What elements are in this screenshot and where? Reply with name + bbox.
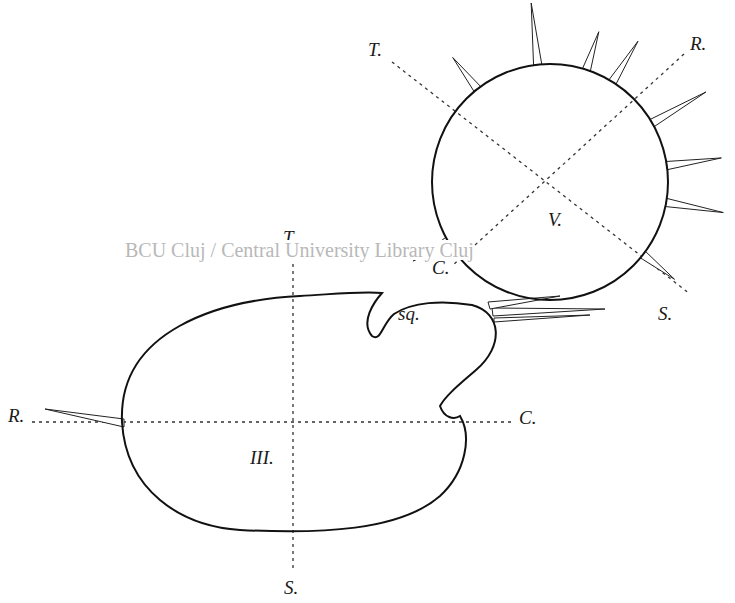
spicule: [494, 315, 590, 322]
outline-path: [432, 64, 668, 300]
axis-letter: C.: [432, 258, 449, 277]
outline: [110, 280, 510, 540]
axis-letter: R.: [8, 406, 24, 425]
spicule: [583, 32, 599, 71]
cell-outline: III. sq.: [110, 280, 510, 540]
spicule: [666, 158, 721, 170]
spicule: [665, 198, 723, 212]
spicule: [453, 57, 481, 91]
spicule: [531, 3, 542, 65]
axis-lines: [32, 54, 690, 572]
spicule: [45, 409, 124, 427]
axis-line: [452, 54, 684, 266]
figure-label: III.: [250, 448, 274, 467]
watermark: BCU Cluj / Central University Library Cl…: [125, 240, 474, 260]
axis-line: [292, 250, 293, 572]
axis-letter: T.: [368, 40, 382, 59]
axis-letter: S.: [284, 578, 298, 597]
figure-label: V.: [548, 210, 562, 229]
axis-letter: S.: [658, 304, 672, 323]
spicule: [650, 92, 706, 127]
figure-label: sq.: [398, 304, 420, 323]
outline-path: [122, 292, 496, 531]
spicule: [640, 251, 674, 279]
spicules: [45, 3, 723, 427]
cell-circle: V.: [432, 64, 668, 300]
axis-letter: R.: [690, 34, 706, 53]
axis-letter: C.: [519, 408, 536, 427]
spicule: [609, 41, 638, 84]
outline: [432, 64, 668, 300]
